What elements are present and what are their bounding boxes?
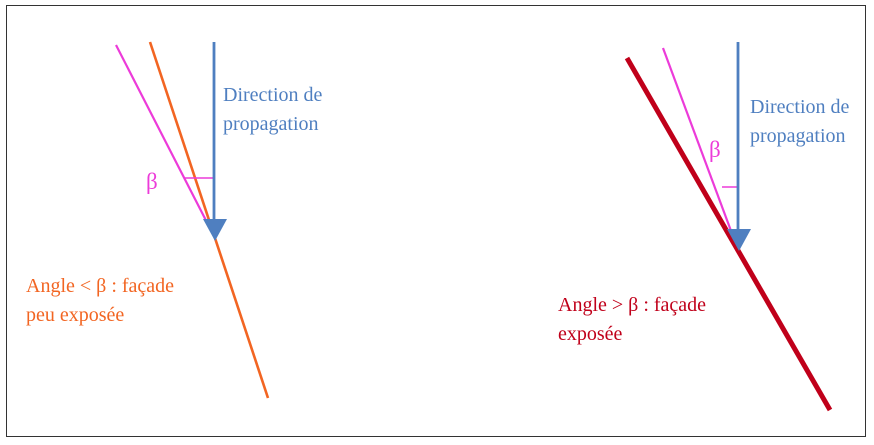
direction-arrow-head-right xyxy=(727,229,751,251)
caption-left-line2: peu exposée xyxy=(26,304,124,326)
reference-line-right xyxy=(661,47,739,248)
facade-line-right xyxy=(624,56,833,412)
direction-arrow-head-left xyxy=(203,219,227,241)
angle-symbol-left: β xyxy=(146,169,158,194)
caption-right-line2: exposée xyxy=(558,323,623,345)
direction-label-right-line2: propagation xyxy=(750,125,846,147)
direction-label-left-line2: propagation xyxy=(223,113,319,135)
caption-left-line1: Angle < β : façade xyxy=(26,275,174,297)
caption-right-line1: Angle > β : façade xyxy=(558,294,706,316)
direction-label-right-line1: Direction de xyxy=(750,96,850,118)
diagram-right: Direction de propagation β Angle > β : f… xyxy=(558,42,850,412)
reference-line-left xyxy=(115,44,216,239)
angle-symbol-right: β xyxy=(709,137,721,162)
direction-label-left-line1: Direction de xyxy=(223,84,323,106)
diagram-left: Direction de propagation β Angle < β : f… xyxy=(26,41,323,399)
